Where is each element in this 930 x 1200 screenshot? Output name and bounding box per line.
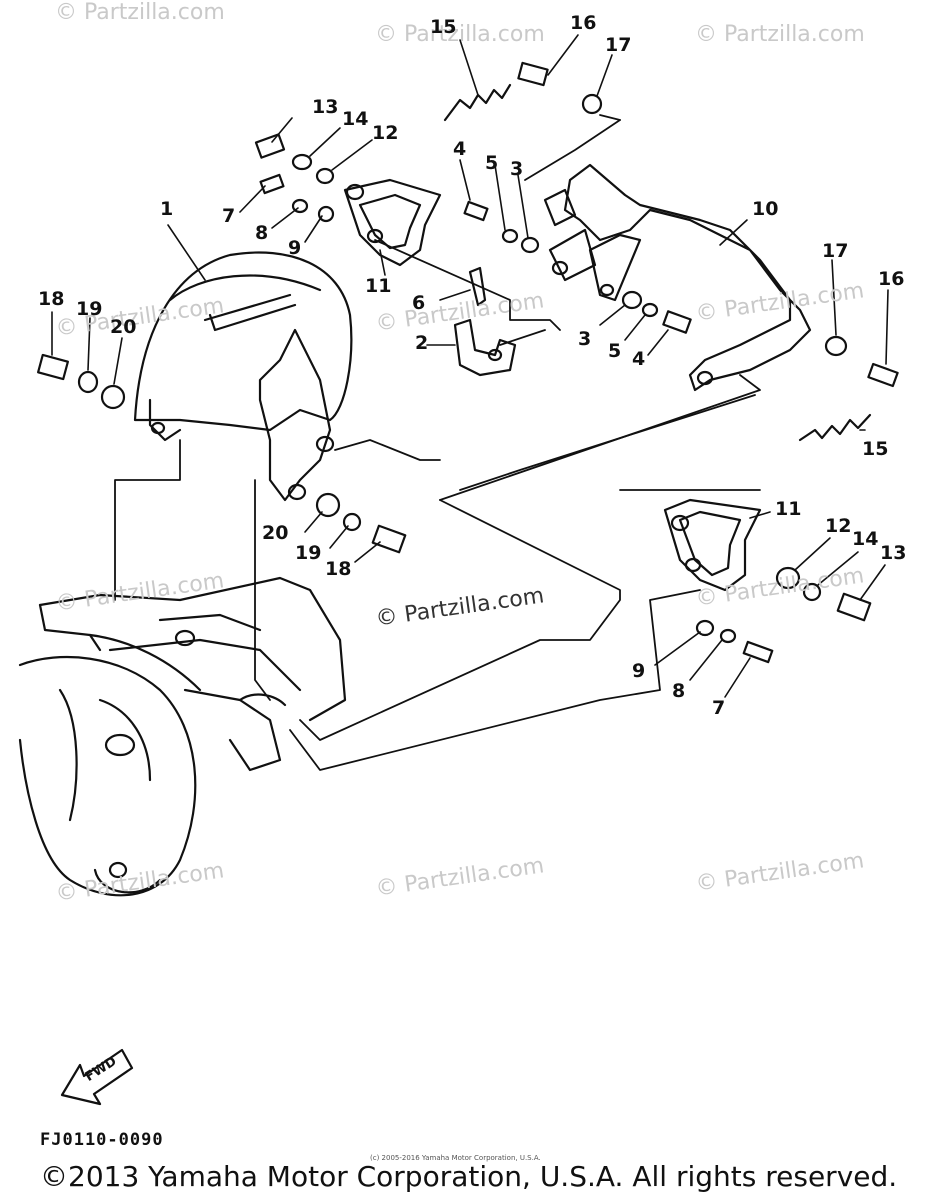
leader-lines [51, 34, 889, 698]
callout-14: 14 [852, 528, 879, 550]
callout-17: 17 [605, 34, 632, 56]
callout-7: 7 [222, 205, 236, 227]
small-copyright: (c) 2005-2016 Yamaha Motor Corporation, … [370, 1154, 541, 1162]
callout-13: 13 [880, 542, 907, 564]
watermark: © Partzilla.com [695, 22, 865, 47]
callout-2: 2 [415, 332, 429, 354]
steering-arm [543, 163, 812, 392]
jet-pump-housing [18, 576, 347, 897]
callout-5: 5 [608, 340, 622, 362]
spring-lower [798, 413, 872, 442]
callout-11: 11 [775, 498, 802, 520]
callout-14: 14 [342, 108, 369, 130]
assembly-guide-lines [114, 114, 761, 771]
pump-cover [133, 251, 353, 502]
link-plate-lower [663, 498, 762, 592]
callout-16: 16 [570, 12, 597, 34]
callout-9: 9 [632, 660, 646, 682]
callout-15: 15 [430, 16, 457, 38]
callout-15: 15 [862, 438, 889, 460]
fwd-arrow [60, 1048, 134, 1106]
watermark: © Partzilla.com [55, 0, 225, 25]
callout-18: 18 [325, 558, 352, 580]
callout-3: 3 [578, 328, 592, 350]
callout-12: 12 [372, 122, 399, 144]
callout-8: 8 [255, 222, 269, 244]
callout-18: 18 [38, 288, 65, 310]
callout-6: 6 [412, 292, 426, 314]
figure-code: FJ0110-0090 [40, 1130, 164, 1150]
callout-20: 20 [262, 522, 289, 544]
callout-3: 3 [510, 158, 524, 180]
callout-11: 11 [365, 275, 392, 297]
link-plate-upper [343, 178, 442, 267]
callout-19: 19 [295, 542, 322, 564]
callout-7: 7 [712, 697, 726, 719]
callout-13: 13 [312, 96, 339, 118]
copyright-notice: ©2013 Yamaha Motor Corporation, U.S.A. A… [40, 1160, 898, 1193]
callout-19: 19 [76, 298, 103, 320]
callout-12: 12 [825, 515, 852, 537]
callout-5: 5 [485, 152, 499, 174]
callout-16: 16 [878, 268, 905, 290]
callout-17: 17 [822, 240, 849, 262]
hardware-small-parts [37, 61, 899, 664]
spring-upper [443, 83, 512, 122]
callout-9: 9 [288, 237, 302, 259]
callout-20: 20 [110, 316, 137, 338]
callout-4: 4 [632, 348, 646, 370]
callout-8: 8 [672, 680, 686, 702]
watermark: © Partzilla.com [375, 22, 545, 47]
callout-4: 4 [453, 138, 467, 160]
callout-1: 1 [160, 198, 174, 220]
callout-10: 10 [752, 198, 779, 220]
